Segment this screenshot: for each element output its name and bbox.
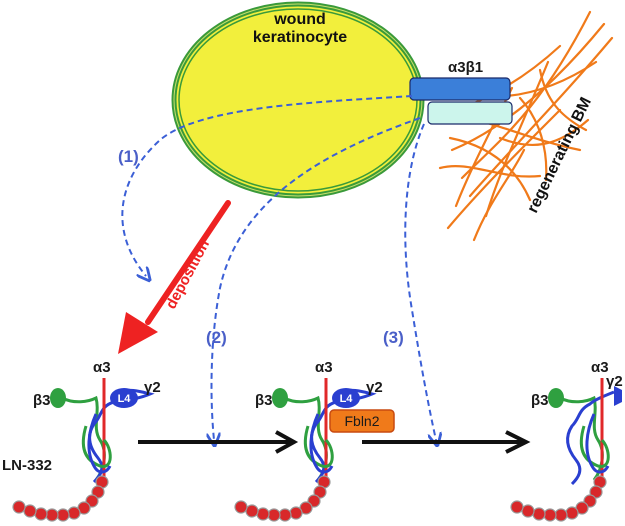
beta3-globular-domain xyxy=(50,388,66,408)
laminin-coiled-coil-beads xyxy=(510,475,607,522)
laminin1-gamma-label: γ2 xyxy=(144,379,161,396)
fbln2-label: Fbln2 xyxy=(344,413,379,429)
pathway-3-arrow xyxy=(404,123,436,440)
basement-membrane-label: regenerating BM xyxy=(524,95,595,216)
beta3-globular-domain xyxy=(272,388,288,408)
laminin2-l4-label: L4 xyxy=(340,393,354,405)
l4-domain xyxy=(110,388,138,408)
conversion-arrow-2 xyxy=(362,430,531,454)
integrin-beta-subunit xyxy=(427,101,513,125)
l4-domain xyxy=(332,388,360,408)
laminin-fbln2-complex xyxy=(234,378,395,522)
laminin3-beta-label: β3 xyxy=(531,392,549,409)
laminin-processed xyxy=(510,378,622,522)
beta3-globular-domain xyxy=(548,388,564,408)
laminin1-beta-label: β3 xyxy=(33,392,51,409)
laminin-coiled-coil-beads xyxy=(234,475,331,522)
laminin-coiled-coil-beads xyxy=(12,475,109,522)
laminin1-alpha-label: α3 xyxy=(93,359,111,376)
deposition-arrow xyxy=(118,200,231,354)
laminin2-alpha-label: α3 xyxy=(315,359,333,376)
laminin-full-length xyxy=(12,378,155,522)
cell-label-line1: wound xyxy=(273,11,326,28)
pathway-2-label: (2) xyxy=(206,328,227,347)
deposition-label: deposition xyxy=(163,237,214,312)
laminin2-beta-label: β3 xyxy=(255,392,273,409)
laminin-name-label: LN-332 xyxy=(2,457,52,474)
pathway-2-arrow xyxy=(212,117,421,440)
pathway-1-label: (1) xyxy=(118,147,139,166)
integrin-alpha-subunit xyxy=(409,77,511,101)
integrin-label: α3β1 xyxy=(448,59,483,76)
pathway-1-arrow xyxy=(121,95,413,276)
laminin3-gamma-label: γ2 xyxy=(606,373,623,390)
cell-label-line2: keratinocyte xyxy=(253,29,347,46)
pathway-3-label: (3) xyxy=(383,328,404,347)
basement-membrane-fibers xyxy=(436,10,614,242)
laminin3-alpha-label: α3 xyxy=(591,359,609,376)
integrin-receptor xyxy=(409,77,513,125)
laminin2-gamma-label: γ2 xyxy=(366,379,383,396)
fbln2-box xyxy=(329,409,395,433)
conversion-arrow-1 xyxy=(138,430,299,454)
laminin1-l4-label: L4 xyxy=(118,393,132,405)
gamma2-truncated-end xyxy=(614,386,622,406)
